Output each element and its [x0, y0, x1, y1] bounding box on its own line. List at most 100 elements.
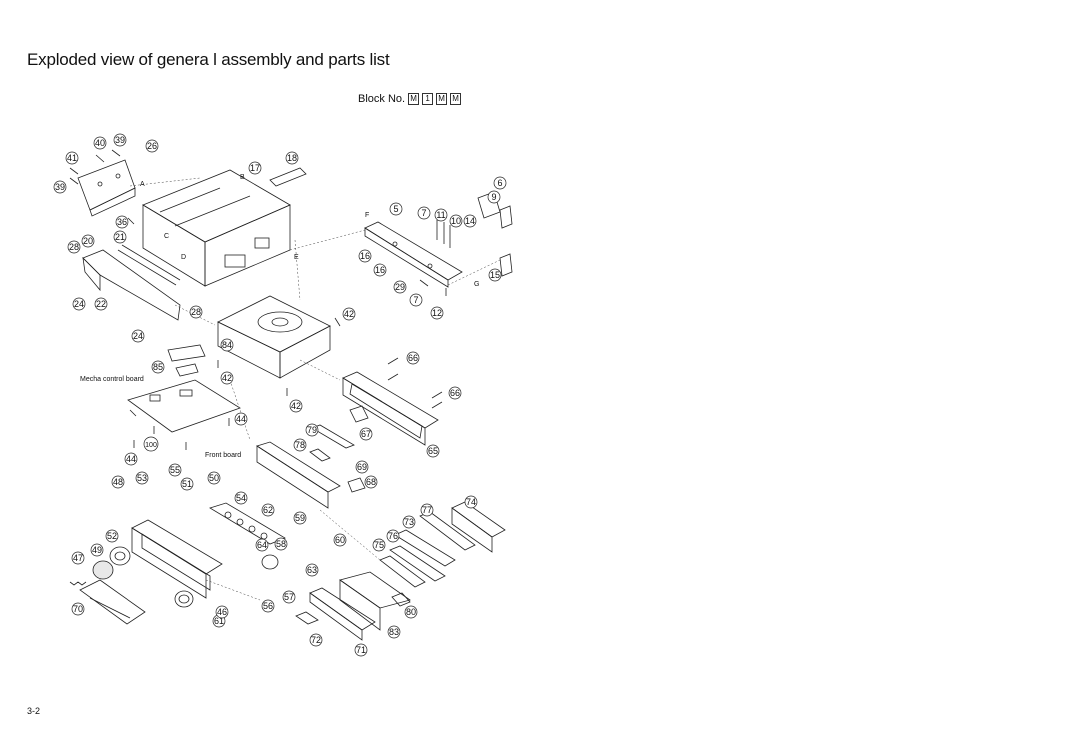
- sheet-76: [389, 545, 446, 582]
- callout-number: 63: [307, 565, 317, 575]
- callout-57: 57: [282, 590, 296, 604]
- callout-55: 55: [168, 463, 182, 477]
- callout-number: 75: [374, 540, 384, 550]
- callout-circle: [493, 176, 507, 190]
- callout-number: 62: [263, 505, 273, 515]
- callout-85: 85: [151, 360, 165, 374]
- callout-number: 64: [257, 540, 267, 550]
- side-panel-right: [364, 221, 463, 288]
- callout-47: 47: [71, 551, 85, 565]
- callout-7: 7: [409, 293, 423, 307]
- callout-circle: [143, 436, 159, 452]
- callout-number: 57: [284, 592, 294, 602]
- callout-number: 65: [428, 446, 438, 456]
- callout-circle: [293, 438, 307, 452]
- callout-number: 5: [393, 204, 398, 214]
- callout-58: 58: [274, 537, 288, 551]
- callout-circle: [189, 305, 203, 319]
- page-title: Exploded view of genera l assembly and p…: [27, 50, 390, 69]
- callout-circle: [180, 477, 194, 491]
- callout-number: 56: [263, 601, 273, 611]
- callout-number: 58: [276, 539, 286, 549]
- top-bracket-18: [269, 167, 307, 187]
- callout-70: 70: [71, 602, 85, 616]
- front-board-label: Front board: [205, 452, 241, 459]
- callout-number: 39: [115, 135, 125, 145]
- callout-circle: [430, 306, 444, 320]
- callout-circle: [464, 495, 478, 509]
- callout-circle: [255, 538, 269, 552]
- callout-circle: [449, 214, 463, 228]
- callout-83: 83: [387, 625, 401, 639]
- sheets-78-79: [309, 424, 366, 493]
- callout-circle: [72, 297, 86, 311]
- callout-number: 15: [490, 270, 500, 280]
- callout-circle: [293, 511, 307, 525]
- callout-number: 6: [497, 178, 502, 188]
- callout-circle: [358, 249, 372, 263]
- callout-circle: [234, 412, 248, 426]
- callout-circle: [135, 471, 149, 485]
- callout-circle: [372, 538, 386, 552]
- callout-number: 39: [55, 182, 65, 192]
- callout-number: 48: [113, 477, 123, 487]
- callout-5: 5: [389, 202, 403, 216]
- callout-67: 67: [359, 427, 373, 441]
- callout-circle: [111, 475, 125, 489]
- callout-number: 67: [361, 429, 371, 439]
- label-F: F: [365, 212, 369, 219]
- label-E: E: [294, 254, 299, 261]
- callout-circle: [364, 475, 378, 489]
- block-number: Block No. M 1 M M: [358, 93, 462, 105]
- spring-70: [69, 581, 87, 586]
- callout-circle: [342, 307, 356, 321]
- callout-42: 42: [289, 399, 303, 413]
- mechanism-unit: [217, 295, 331, 379]
- callout-number: 10: [451, 216, 461, 226]
- callout-circle: [389, 202, 403, 216]
- callout-78: 78: [293, 438, 307, 452]
- callout-circle: [359, 427, 373, 441]
- callout-circle: [113, 230, 127, 244]
- callout-circle: [71, 551, 85, 565]
- callout-circle: [305, 423, 319, 437]
- callout-circle: [417, 206, 431, 220]
- callout-number: 22: [96, 299, 106, 309]
- callout-28: 28: [189, 305, 203, 319]
- callout-circle: [93, 136, 107, 150]
- callout-46: 46: [215, 605, 229, 619]
- callout-circle: [261, 503, 275, 517]
- callout-circle: [406, 351, 420, 365]
- callout-circle: [282, 590, 296, 604]
- callout-number: 73: [404, 517, 414, 527]
- callout-number: 21: [115, 232, 125, 242]
- callout-circle: [448, 386, 462, 400]
- main-chassis: [142, 169, 291, 287]
- callout-number: 51: [182, 479, 192, 489]
- callout-circle: [463, 214, 477, 228]
- callout-66: 66: [406, 351, 420, 365]
- callout-circle: [94, 297, 108, 311]
- callout-number: 28: [191, 307, 201, 317]
- callout-circle: [90, 543, 104, 557]
- callout-number: 12: [432, 308, 442, 318]
- callout-number: 7: [413, 295, 418, 305]
- callout-65: 65: [426, 444, 440, 458]
- front-bracket: [82, 244, 181, 321]
- knob-52: [109, 546, 131, 566]
- callout-number: 78: [295, 440, 305, 450]
- callout-29: 29: [393, 280, 407, 294]
- label-B: B: [240, 174, 245, 181]
- callout-number: 44: [126, 454, 136, 464]
- block-code-3: M: [436, 93, 448, 105]
- callout-40: 40: [93, 136, 107, 150]
- callout-circle: [248, 161, 262, 175]
- callout-54: 54: [234, 491, 248, 505]
- callout-18: 18: [285, 151, 299, 165]
- callout-circle: [220, 371, 234, 385]
- callout-20: 20: [81, 234, 95, 248]
- callout-26: 26: [145, 139, 159, 153]
- callout-39: 39: [113, 133, 127, 147]
- label-67: [349, 405, 369, 423]
